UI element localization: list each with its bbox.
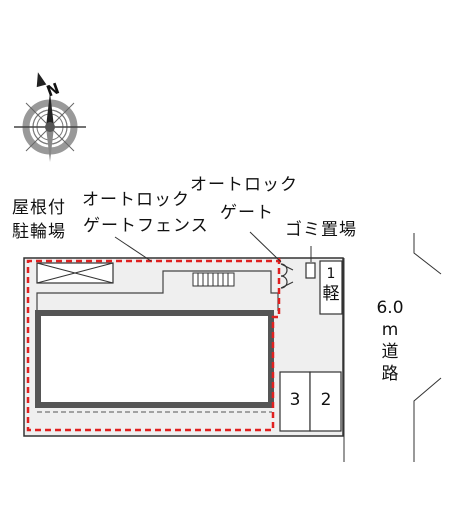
road-name-char-2: 路 xyxy=(381,364,399,384)
bicycle-parking-label-line1: 屋根付 xyxy=(12,198,66,218)
gate-fence-label-line1: オートロック xyxy=(82,190,190,210)
autolock-gate-icon xyxy=(280,263,294,289)
garbage-station xyxy=(305,262,316,279)
bicycle-parking xyxy=(36,262,114,284)
kei-parking-number: 1 xyxy=(326,266,336,282)
road-edge-east-north xyxy=(413,233,442,275)
kei-parking-space xyxy=(319,260,343,315)
parking-space-2-number: 2 xyxy=(320,390,332,410)
parking-space-2 xyxy=(309,371,342,432)
autolock-gate-label-line1: オートロック xyxy=(190,175,298,195)
building xyxy=(35,310,274,408)
gate-fence xyxy=(26,258,281,432)
compass-icon xyxy=(14,72,86,162)
leader-lines xyxy=(114,231,312,263)
autolock-gate-label-line2: ゲート xyxy=(220,203,274,223)
road-edge-east-south xyxy=(413,377,442,462)
compass-north-label: N xyxy=(44,79,62,100)
corridor-outline xyxy=(36,270,279,311)
bicycle-parking-label-line2: 駐輪場 xyxy=(12,222,66,242)
parking-space-3-number: 3 xyxy=(289,390,301,410)
road-width-unit: m xyxy=(381,320,399,340)
kei-parking-label: 軽 xyxy=(322,284,340,304)
parking-space-3 xyxy=(279,371,311,432)
road-name-char-1: 道 xyxy=(381,342,399,362)
garbage-station-label: ゴミ置場 xyxy=(285,220,357,240)
stairs-icon xyxy=(192,272,235,287)
road-width-value: 6.0 xyxy=(376,298,404,318)
gate-fence-label-line2: ゲートフェンス xyxy=(83,216,209,236)
